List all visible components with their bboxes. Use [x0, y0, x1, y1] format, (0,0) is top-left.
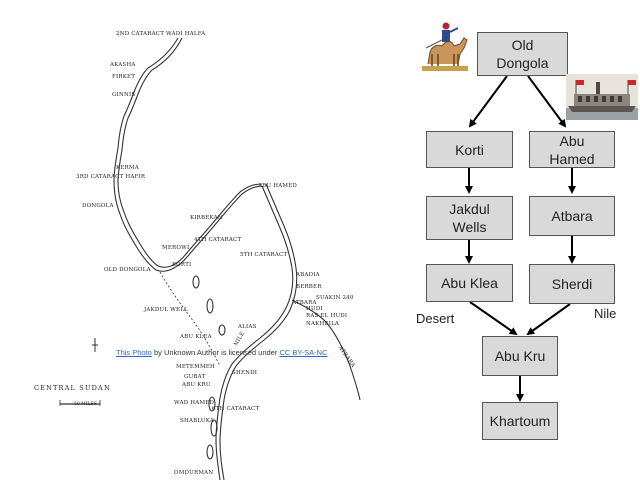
map-label-kirbekan: KIRBEKAN	[190, 215, 223, 221]
edge-label-desert: Desert	[416, 311, 455, 326]
map-label-korti: KORTI	[172, 262, 192, 268]
credit-text: by Unknown Author is licensed under	[151, 348, 280, 357]
node-atbara: Atbara	[529, 196, 615, 236]
map-title: CENTRAL SUDAN	[34, 384, 111, 392]
node-khartoum: Khartoum	[482, 402, 558, 440]
map-label-berber: BERBER	[296, 284, 322, 290]
node-sherdi: Sherdi	[529, 264, 615, 304]
map-label-nakheila: NAKHEILA	[306, 321, 340, 327]
node-abu-kru: Abu Kru	[482, 336, 558, 376]
edge-label-nile: Nile	[594, 306, 617, 321]
map-label-hudi: HUDI	[306, 306, 323, 312]
map-label-firket: FIRKET	[112, 74, 136, 80]
map-label-shabluka: SHABLUKA	[180, 418, 215, 424]
map-label-alias: ALIAS	[238, 324, 257, 330]
arrow-olddongola-abuhamed	[527, 75, 567, 128]
arrow-sherdi-abukru	[526, 303, 571, 336]
map-label-abadia: ABADIA	[296, 272, 320, 278]
arrow-abuklea-abukru	[469, 301, 518, 336]
map-label-omdurman: OMDURMAN	[174, 470, 214, 476]
map-label-old-dongola: OLD DONGOLA	[104, 267, 151, 273]
credit-photo-link[interactable]: This Photo	[116, 348, 152, 357]
node-old-dongola: Old Dongola	[477, 32, 568, 76]
map-label-hafir: 3RD CATARACT HAFIR	[76, 174, 146, 180]
map-label-abu-klea: ABU KLEA	[180, 334, 212, 340]
node-jakdul-wells: Jakdul Wells	[426, 196, 513, 240]
map-label-6th-cataract: 6TH CATARACT	[212, 406, 260, 412]
map-label-metemmeh: METEMMEH	[176, 364, 216, 370]
map-label-abu-kru: ABU KRU	[182, 382, 211, 388]
map-label-abu-hamed: ABU HAMED	[258, 183, 298, 189]
steamboat-picture	[566, 74, 638, 120]
node-abu-hamed: Abu Hamed	[529, 131, 615, 168]
map-label-wad-hamed: WAD HAMED	[174, 400, 215, 406]
map-drawing	[59, 37, 361, 480]
map-label-ginnis: GINNIS	[112, 92, 136, 98]
image-credit: This Photo by Unknown Author is licensed…	[116, 348, 328, 357]
camel-rider-picture	[422, 22, 468, 71]
map-label-4th-cataract: 4TH CATARACT	[194, 237, 242, 243]
map-label-jakdul-well: JAKDUL WELL	[144, 307, 188, 313]
map-scale-label: 50 MILES	[74, 402, 97, 407]
map-label-gubat: GUBAT	[184, 374, 206, 380]
map-label-shendi: SHENDI	[232, 370, 258, 376]
map-label-akasha: AKASHA	[110, 62, 136, 68]
historical-map: 2ND CATARACT WADI HALFA AKASHA FIRKET GI…	[34, 31, 361, 480]
map-label-kerma: KERMA	[116, 165, 139, 171]
arrow-olddongola-korti	[468, 75, 508, 128]
credit-license-link[interactable]: CC BY-SA-NC	[279, 348, 328, 357]
map-label-merowi: MEROWI	[162, 245, 190, 251]
map-label-atbara: ATBARA	[292, 300, 317, 306]
node-korti: Korti	[426, 131, 513, 168]
map-label-ras-el-hudi: RAS EL HUDI	[306, 313, 348, 319]
map-label-suakin: SUAKIN 240	[316, 295, 354, 301]
map-label-wadi-halfa: 2ND CATARACT WADI HALFA	[116, 31, 206, 37]
map-label-5th-cataract: 5TH CATARACT	[240, 252, 288, 258]
map-label-dongola: DONGOLA	[82, 203, 114, 209]
node-abu-klea: Abu Klea	[426, 264, 513, 302]
